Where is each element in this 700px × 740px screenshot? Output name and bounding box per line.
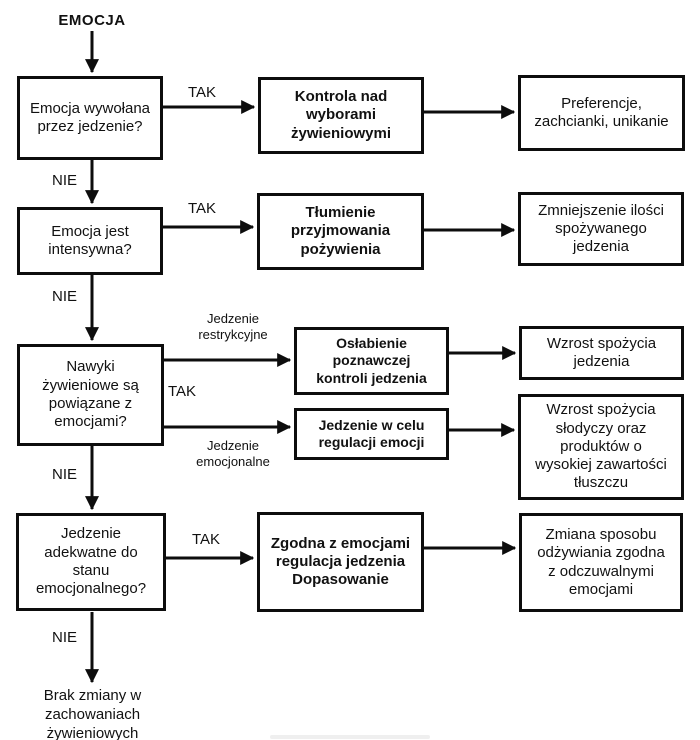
bottom-smudge — [270, 735, 430, 739]
label-nie-2: NIE — [52, 288, 78, 305]
outcome-box-sweets-fat-intake: Wzrost spożycia słodyczy oraz produktów … — [518, 394, 684, 500]
outcome-box-diet-change: Zmiana sposobu odżywiania zgodna z odczu… — [519, 513, 683, 612]
label-tak-3: TAK — [168, 383, 197, 400]
label-tak-2: TAK — [188, 200, 217, 217]
label-tak-4: TAK — [192, 531, 221, 548]
decision-box-emotion-food-induced: Emocja wywołana przez jedzenie? — [17, 76, 163, 160]
mechanism-box-weakened-cognitive-control: Osłabienie poznawczej kontroli jedzenia — [294, 327, 449, 395]
label-nie-4: NIE — [52, 629, 78, 646]
outcome-box-reduced-intake: Zmniejszenie ilości spożywanego jedzenia — [518, 192, 684, 266]
label-tak-1: TAK — [188, 84, 217, 101]
decision-box-emotion-intense: Emocja jest intensywna? — [17, 207, 163, 275]
mechanism-box-food-choice-control: Kontrola nad wyborami żywieniowymi — [258, 77, 424, 154]
label-nie-3: NIE — [52, 466, 78, 483]
decision-box-eating-adequate: Jedzenie adekwatne do stanu emocjonalneg… — [16, 513, 166, 611]
mechanism-box-eating-to-regulate: Jedzenie w celu regulacji emocji — [294, 408, 449, 460]
mechanism-box-intake-suppression: Tłumienie przyjmowania pożywienia — [257, 193, 424, 270]
mechanism-box-emotion-congruent-regulation: Zgodna z emocjami regulacja jedzenia Dop… — [257, 512, 424, 612]
label-nie-1: NIE — [52, 172, 78, 189]
decision-box-habits-linked-emotions: Nawyki żywieniowe są powiązane z emocjam… — [17, 344, 164, 446]
outcome-box-increased-intake: Wzrost spożycia jedzenia — [519, 326, 684, 380]
end-note-no-change: Brak zmiany w zachowaniach żywieniowych — [43, 687, 142, 740]
label-emotional-eating: Jedzenie emocjonalne — [196, 438, 270, 470]
label-restrictive-eating: Jedzenie restrykcyjne — [198, 311, 268, 343]
diagram-title: EMOCJA — [58, 12, 126, 29]
outcome-box-preferences: Preferencje, zachcianki, unikanie — [518, 75, 685, 151]
